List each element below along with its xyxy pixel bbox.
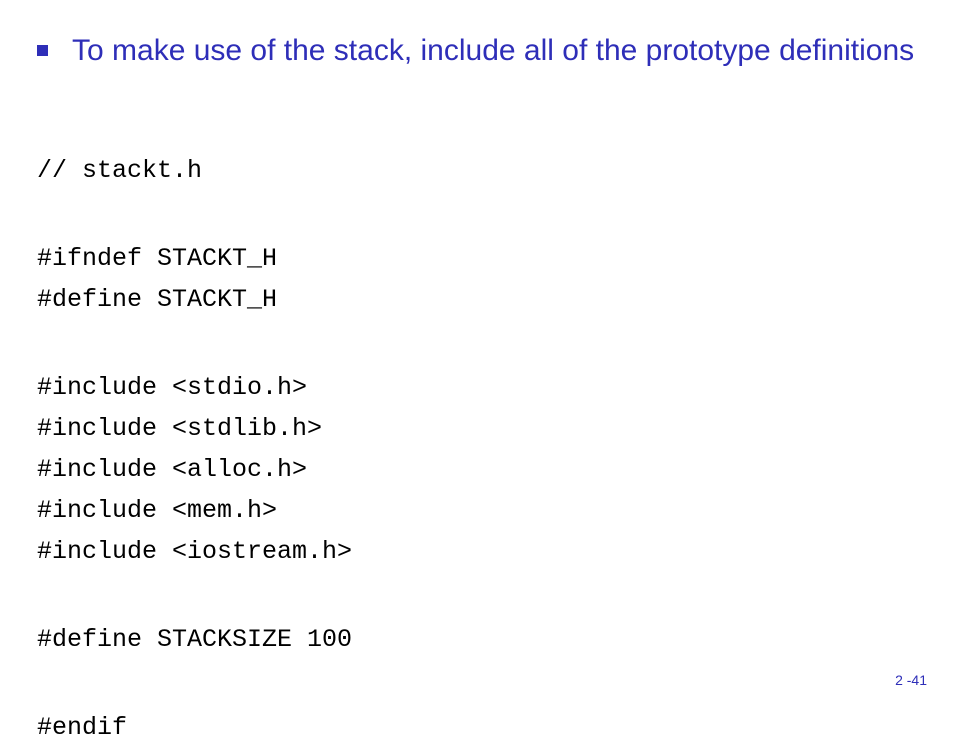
code-line: #include <iostream.h> bbox=[37, 537, 353, 566]
code-line-blank bbox=[37, 660, 917, 707]
bullet-text: To make use of the stack, include all of… bbox=[72, 34, 915, 67]
bullet-point: To make use of the stack, include all of… bbox=[37, 32, 937, 69]
code-line: #define STACKT_H bbox=[37, 285, 278, 314]
code-line: #endif bbox=[37, 713, 128, 742]
code-line: #ifndef STACKT_H bbox=[37, 244, 278, 273]
code-line-blank bbox=[37, 191, 917, 238]
code-line: #include <alloc.h> bbox=[37, 455, 308, 484]
page-number: 2 -41 bbox=[895, 672, 927, 688]
code-line: // stackt.h bbox=[37, 156, 203, 185]
code-line: #include <stdio.h> bbox=[37, 373, 308, 402]
code-line-blank bbox=[37, 320, 917, 367]
square-bullet-icon bbox=[37, 45, 48, 56]
code-line: #include <mem.h> bbox=[37, 496, 278, 525]
slide: To make use of the stack, include all of… bbox=[37, 32, 937, 742]
code-line: #include <stdlib.h> bbox=[37, 414, 323, 443]
code-listing: // stackt.h #ifndef STACKT_H #define STA… bbox=[37, 150, 917, 748]
code-line: #define STACKSIZE 100 bbox=[37, 625, 353, 654]
code-line-blank bbox=[37, 572, 917, 619]
